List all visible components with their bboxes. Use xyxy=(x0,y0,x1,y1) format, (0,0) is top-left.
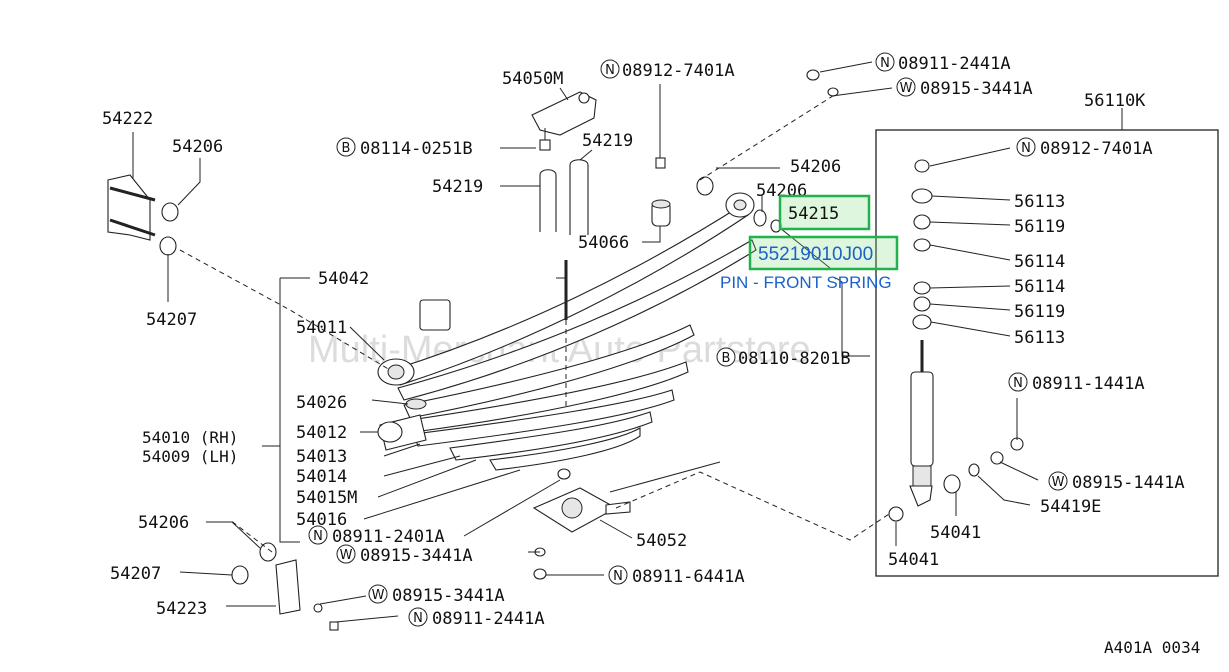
shock-kit-box xyxy=(875,129,1219,577)
label-54207-shackle: 54207 xyxy=(110,564,161,584)
label-54009-lh: 54009 (LH) xyxy=(142,447,238,466)
pad-54042[interactable] xyxy=(419,299,451,331)
shackle-54223[interactable] xyxy=(231,542,339,631)
label-08912-7401a-top: 08912-7401A xyxy=(622,61,735,81)
svg-text:B: B xyxy=(722,351,731,366)
highlight-description: PIN - FRONT SPRING xyxy=(720,273,892,292)
bolt-08114[interactable] xyxy=(539,128,551,151)
label-08114-0251b: 08114-0251B xyxy=(360,139,473,159)
n-circle-icon xyxy=(408,607,428,627)
label-54052: 54052 xyxy=(636,531,687,551)
label-54010-rh: 54010 (RH) xyxy=(142,428,238,447)
svg-text:B: B xyxy=(342,141,351,156)
shock-top-hardware[interactable] xyxy=(911,159,933,330)
label-08911-2441a-top: 08911-2441A xyxy=(898,54,1011,74)
label-54016: 54016 xyxy=(296,510,347,530)
label-54026: 54026 xyxy=(296,393,347,413)
highlight-part-number-box[interactable] xyxy=(778,194,871,231)
b-circle-icon xyxy=(716,347,736,367)
label-08915-3441a-bottom: 08915-3441A xyxy=(392,586,505,606)
label-54014: 54014 xyxy=(296,467,347,487)
label-54015m: 54015M xyxy=(296,488,357,508)
label-56110k: 56110K xyxy=(1084,91,1146,111)
label-08110-8201b: 08110-8201B xyxy=(738,349,851,369)
label-08915-3441a-top: 08915-3441A xyxy=(920,79,1033,99)
w-circle-icon xyxy=(1048,471,1068,491)
highlight-oem-box[interactable] xyxy=(748,235,899,271)
label-54206-shackle: 54206 xyxy=(138,513,189,533)
label-08911-6441a: 08911-6441A xyxy=(632,567,745,587)
label-54223: 54223 xyxy=(156,599,207,619)
svg-text:W: W xyxy=(340,548,353,563)
label-54206-rear: 54206 xyxy=(790,157,841,177)
w-circle-icon xyxy=(368,584,388,604)
label-54219-right: 54219 xyxy=(582,131,633,151)
n-circle-icon xyxy=(875,52,895,72)
svg-text:N: N xyxy=(880,56,890,71)
label-56119-top: 56119 xyxy=(1014,217,1065,237)
label-08915-1441a: 08915-1441A xyxy=(1072,473,1185,493)
label-54011: 54011 xyxy=(296,318,347,338)
spacer-54026[interactable] xyxy=(405,398,427,410)
n-circle-icon xyxy=(308,525,328,545)
highlight-part-number: 54215 xyxy=(788,204,839,224)
label-54219-left: 54219 xyxy=(432,177,483,197)
svg-text:N: N xyxy=(413,611,423,626)
spring-seat-54052[interactable] xyxy=(532,468,631,580)
bushing-54066[interactable] xyxy=(651,84,671,227)
w-circle-icon xyxy=(336,544,356,564)
n-circle-icon xyxy=(600,59,620,79)
svg-text:W: W xyxy=(1052,475,1065,490)
n-circle-icon xyxy=(1016,137,1036,157)
label-54419e: 54419E xyxy=(1040,497,1101,517)
shock-absorber[interactable] xyxy=(888,340,1024,522)
svg-text:N: N xyxy=(1013,376,1023,391)
b-circle-icon xyxy=(336,137,356,157)
label-56114-top: 56114 xyxy=(1014,252,1065,272)
svg-text:N: N xyxy=(313,529,323,544)
label-56119-bottom: 56119 xyxy=(1014,302,1065,322)
highlighted-part[interactable]: 54215 55219010J00 PIN - FRONT SPRING xyxy=(720,194,899,292)
label-54013: 54013 xyxy=(296,447,347,467)
label-54042: 54042 xyxy=(318,269,369,289)
label-54206-front: 54206 xyxy=(172,137,223,157)
label-08912-7401a-kit: 08912-7401A xyxy=(1040,139,1153,159)
bushing-54206[interactable] xyxy=(161,202,179,222)
leader-lines xyxy=(132,61,1039,623)
label-56113-top: 56113 xyxy=(1014,192,1065,212)
bracket-54050m[interactable] xyxy=(531,91,597,136)
leaf-spring[interactable] xyxy=(377,192,757,471)
label-54222: 54222 xyxy=(102,109,153,129)
label-54041-left: 54041 xyxy=(888,550,939,570)
front-hanger-54222[interactable] xyxy=(107,174,156,241)
svg-text:N: N xyxy=(1021,141,1031,156)
label-54050m: 54050M xyxy=(502,69,563,89)
label-54066: 54066 xyxy=(578,233,629,253)
svg-text:W: W xyxy=(900,81,913,96)
label-08915-3441a-mid: 08915-3441A xyxy=(360,546,473,566)
u-bolt[interactable] xyxy=(539,159,589,235)
svg-text:W: W xyxy=(372,588,385,603)
svg-text:N: N xyxy=(605,63,615,78)
highlight-oem-number: 55219010J00 xyxy=(758,244,873,265)
w-circle-icon xyxy=(896,77,916,97)
label-08911-2401a: 08911-2401A xyxy=(332,527,445,547)
bushing-54207[interactable] xyxy=(159,236,177,256)
label-08911-1441a: 08911-1441A xyxy=(1032,374,1145,394)
label-56114-bottom: 56114 xyxy=(1014,277,1065,297)
n-circle-icon xyxy=(1008,372,1028,392)
svg-text:N: N xyxy=(613,569,623,584)
drawing-code: A401A 0034 xyxy=(1104,638,1200,657)
label-54041-right: 54041 xyxy=(930,523,981,543)
label-56113-bottom: 56113 xyxy=(1014,328,1065,348)
label-54207-front: 54207 xyxy=(146,310,197,330)
n-circle-icon xyxy=(608,565,628,585)
rear-bushing[interactable] xyxy=(696,176,831,269)
label-54012: 54012 xyxy=(296,423,347,443)
label-08911-2441a-bottom: 08911-2441A xyxy=(432,609,545,629)
